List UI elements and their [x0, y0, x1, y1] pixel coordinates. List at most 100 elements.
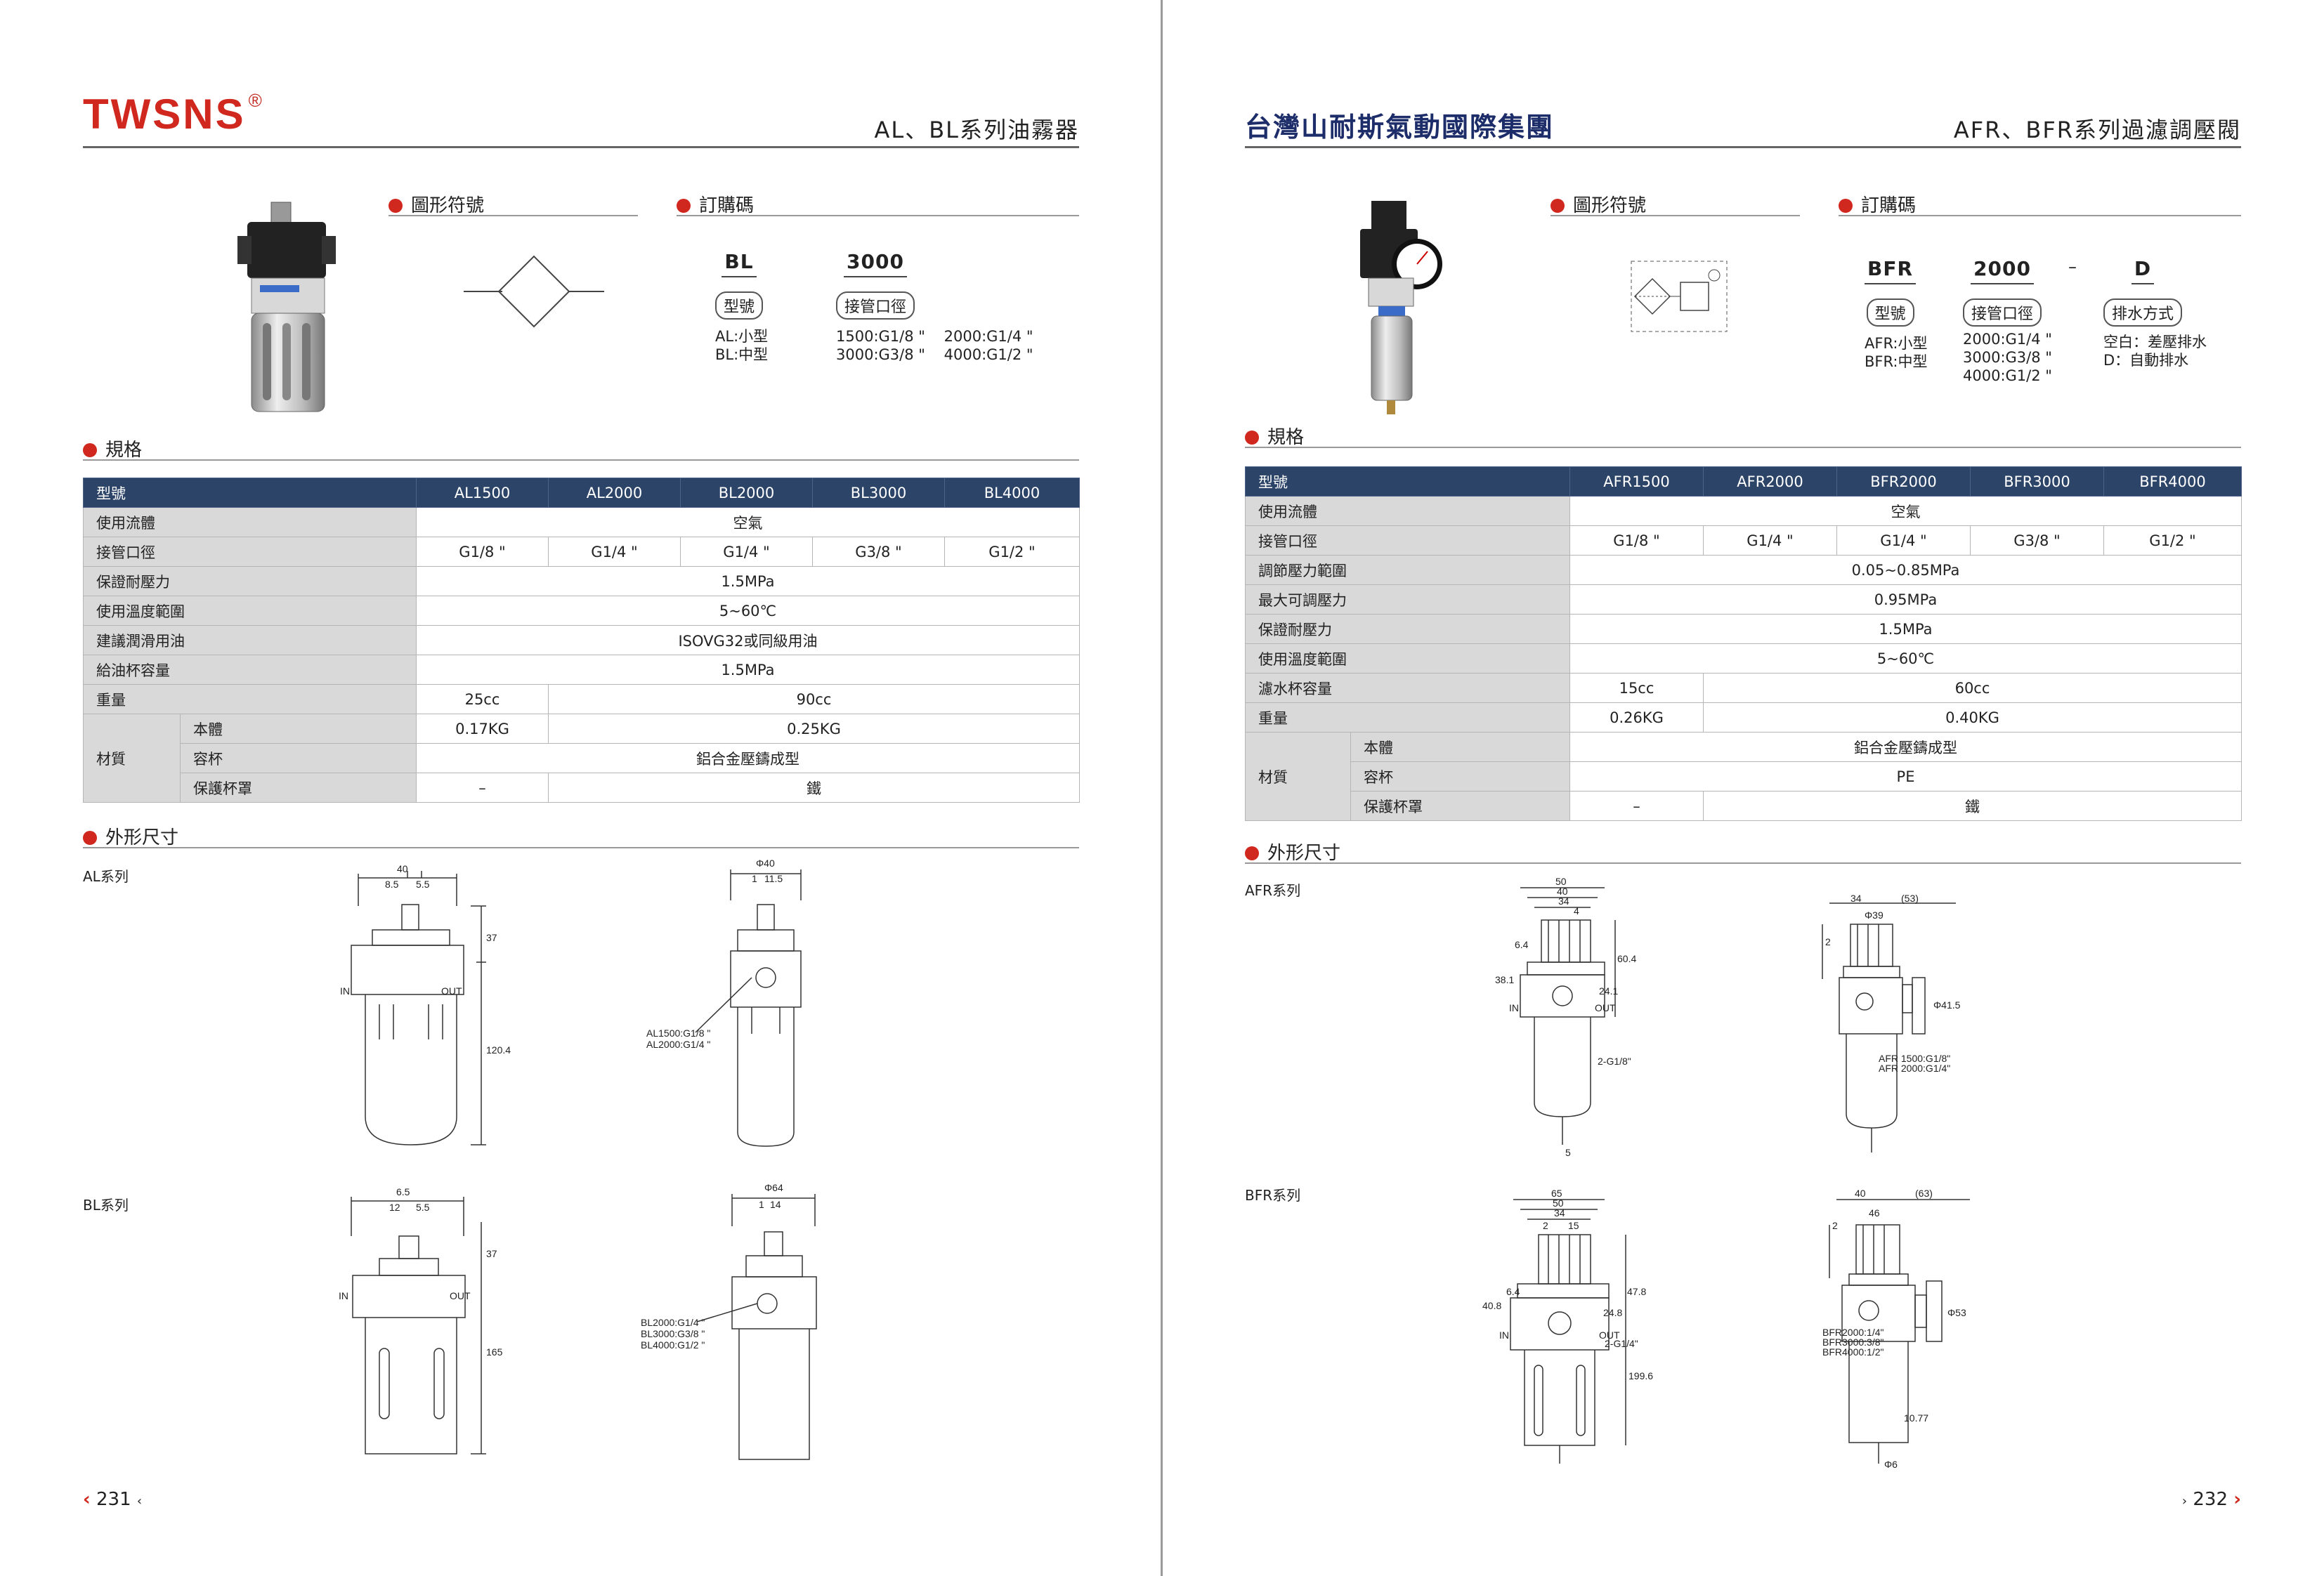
order-code-port: 2000 接管口徑	[1963, 257, 2042, 327]
series-title: AFR、BFR系列過濾調壓閥	[1953, 117, 2241, 143]
bullet-icon	[1245, 431, 1259, 445]
lubricator-symbol	[464, 255, 604, 328]
afr-front-drawing: 50 40 34 4 6.4 38.1 60.4 24.1 IN OUT 2-G…	[1495, 876, 1636, 1158]
dim-label: 2-G1/8"	[1598, 1056, 1631, 1067]
dim-label: 24.1	[1599, 985, 1618, 997]
order-model-options: AL:小型 BL:中型	[715, 328, 769, 363]
dim-label: OUT	[1595, 1002, 1616, 1013]
dim-label: 5.5	[416, 1202, 430, 1213]
dim-label: OUT	[1599, 1329, 1620, 1341]
dim-label: Φ53	[1947, 1307, 1966, 1318]
section-rule	[1245, 447, 2241, 448]
dim-label: AL2000:G1/4 "	[646, 1039, 710, 1050]
brand-logo: TWSNS®	[83, 90, 264, 138]
bullet-icon	[1551, 199, 1565, 213]
dim-label: 5.5	[416, 879, 430, 890]
filter-regulator-symbol	[1631, 261, 1728, 332]
table-row: 保護杯罩–鐵	[84, 773, 1080, 803]
dim-label: BL4000:G1/2 "	[641, 1339, 705, 1351]
dim-label: 120.4	[486, 1044, 511, 1056]
registered-mark: ®	[248, 90, 264, 111]
dim-label: AFR 1500:G1/8"	[1879, 1053, 1950, 1064]
section-rule	[1551, 215, 1800, 216]
section-symbol-heading: 圖形符號	[1551, 191, 1646, 217]
filter-regulator-photo	[1360, 201, 1442, 414]
dim-label: BFR3000:3/8"	[1822, 1337, 1884, 1348]
dim-label: 12	[389, 1202, 400, 1213]
dim-label: BFR4000:1/2"	[1822, 1346, 1884, 1358]
section-rule	[1245, 862, 2241, 864]
page-number: › 232 ›	[2181, 1489, 2241, 1510]
bullet-icon	[677, 199, 691, 213]
dim-label: 50	[1553, 1197, 1564, 1209]
dim-label: OUT	[450, 1290, 471, 1301]
dim-label: (53)	[1901, 893, 1919, 904]
al-side-drawing: Φ40 1 11.5 AL1500:G1/8 " AL2000:G1/4 "	[646, 858, 802, 1147]
dim-label: 40	[397, 863, 408, 874]
left-page: TWSNS® AL、BL系列油霧器 圖形符號 訂購碼 BL 型號 3000 接管	[83, 90, 1080, 1510]
section-order-heading: 訂購碼	[677, 191, 754, 217]
dim-label: 34	[1558, 895, 1569, 907]
dim-label: 65	[1551, 1188, 1562, 1199]
section-rule	[83, 847, 1079, 848]
dim-label: 11.5	[764, 873, 783, 884]
bfr-front-drawing: 65 50 34 2 15 40.8 6.4 24.8 47.8 IN OUT …	[1482, 1188, 1653, 1464]
header-rule	[1245, 146, 2241, 148]
order-port-options: 1500:G1/8 " 2000:G1/4 " 3000:G3/8 " 4000…	[836, 328, 1033, 363]
header-rule	[83, 146, 1079, 148]
dim-label: 24.8	[1603, 1307, 1622, 1318]
dim-label: 165	[486, 1346, 503, 1358]
dim-label: 14	[770, 1199, 781, 1210]
dim-label: BL3000:G3/8 "	[641, 1328, 705, 1339]
section-spec-heading: 規格	[83, 435, 142, 461]
dim-label: 2	[1825, 936, 1831, 947]
section-rule	[83, 459, 1079, 461]
dim-label: Φ64	[764, 1182, 783, 1193]
table-row: 使用流體空氣	[83, 507, 1080, 537]
order-code-port: 3000 接管口徑	[836, 250, 915, 320]
dim-label: OUT	[441, 985, 462, 997]
dim-label: 34	[1850, 893, 1862, 904]
section-dimension-heading: 外形尺寸	[83, 823, 178, 849]
dim-label: 1	[759, 1199, 764, 1210]
bl-side-drawing: Φ64 1 14 BL2000:G1/4 " BL3000:G3/8 " BL4…	[641, 1182, 817, 1460]
table-row: 保護杯罩–鐵	[1246, 791, 2242, 821]
dim-label: 46	[1869, 1207, 1880, 1219]
dim-label: 8.5	[385, 879, 399, 890]
dim-label: 6.4	[1506, 1286, 1520, 1297]
afr-side-drawing: 34 (53) Φ39 2 Φ41.5 AFR 1500:G1/8" AFR 2…	[1822, 893, 1961, 1153]
section-order-heading: 訂購碼	[1839, 191, 1916, 217]
dim-label: 1	[752, 873, 757, 884]
lubricator-photo	[237, 202, 336, 412]
dim-label: IN	[339, 1290, 348, 1301]
al-front-drawing: 40 8.5 5.5 37 120.4 IN OUT	[340, 863, 511, 1145]
section-symbol-heading: 圖形符號	[389, 191, 484, 217]
afr-series-label: AFR系列	[1245, 882, 1301, 899]
table-row: 容杯鋁合金壓鑄成型	[84, 743, 1080, 773]
dim-label: 4	[1574, 905, 1579, 917]
order-code-model: BFR 型號	[1865, 257, 1917, 327]
right-page: 台灣山耐斯氣動國際集團 AFR、BFR系列過濾調壓閥 圖形符號 訂購碼 BFR …	[1162, 0, 2324, 1576]
dim-label: BFR2000:1/4"	[1822, 1327, 1884, 1338]
bullet-icon	[83, 443, 97, 457]
section-dimension-heading: 外形尺寸	[1245, 839, 1340, 865]
dim-label: 199.6	[1628, 1370, 1653, 1381]
dim-label: 38.1	[1495, 974, 1514, 985]
dim-label: 40	[1557, 886, 1568, 897]
bullet-icon	[1245, 846, 1259, 860]
chevron-right-small-icon: ›	[2181, 1494, 2188, 1509]
